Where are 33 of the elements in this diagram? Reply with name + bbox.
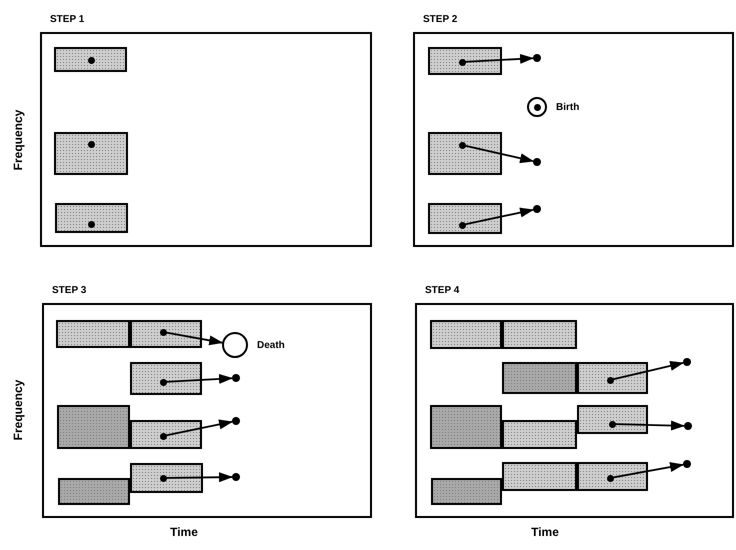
axis-label: Time (170, 524, 198, 541)
axis-label: Time (531, 524, 559, 541)
shaded-block (54, 47, 127, 72)
shaded-block (430, 320, 502, 349)
circle-caption: Death (257, 339, 285, 353)
shaded-block (428, 132, 502, 175)
shaded-block (577, 405, 648, 434)
axis-label: Frequency (10, 110, 26, 170)
axis-label: Frequency (10, 380, 26, 440)
step-heading: STEP 1 (50, 13, 84, 27)
shaded-block (431, 478, 502, 505)
shaded-block (130, 320, 202, 348)
shaded-block (577, 362, 648, 394)
shaded-block (502, 462, 577, 491)
shaded-block (130, 420, 202, 449)
shaded-block (55, 203, 128, 233)
shaded-block (58, 478, 130, 505)
shaded-block (130, 362, 202, 395)
shaded-block (54, 132, 128, 175)
circle-caption: Birth (556, 101, 580, 115)
shaded-block (430, 405, 502, 449)
shaded-block (577, 462, 648, 491)
shaded-block (428, 203, 502, 234)
shaded-block (502, 320, 577, 349)
shaded-block (57, 405, 130, 449)
step-heading: STEP 3 (52, 284, 86, 298)
shaded-block (502, 420, 577, 449)
shaded-block (130, 463, 203, 493)
shaded-block (428, 47, 502, 75)
shaded-block (56, 320, 130, 348)
step-heading: STEP 4 (425, 284, 460, 298)
step-heading: STEP 2 (423, 13, 458, 27)
shaded-block (502, 362, 577, 394)
